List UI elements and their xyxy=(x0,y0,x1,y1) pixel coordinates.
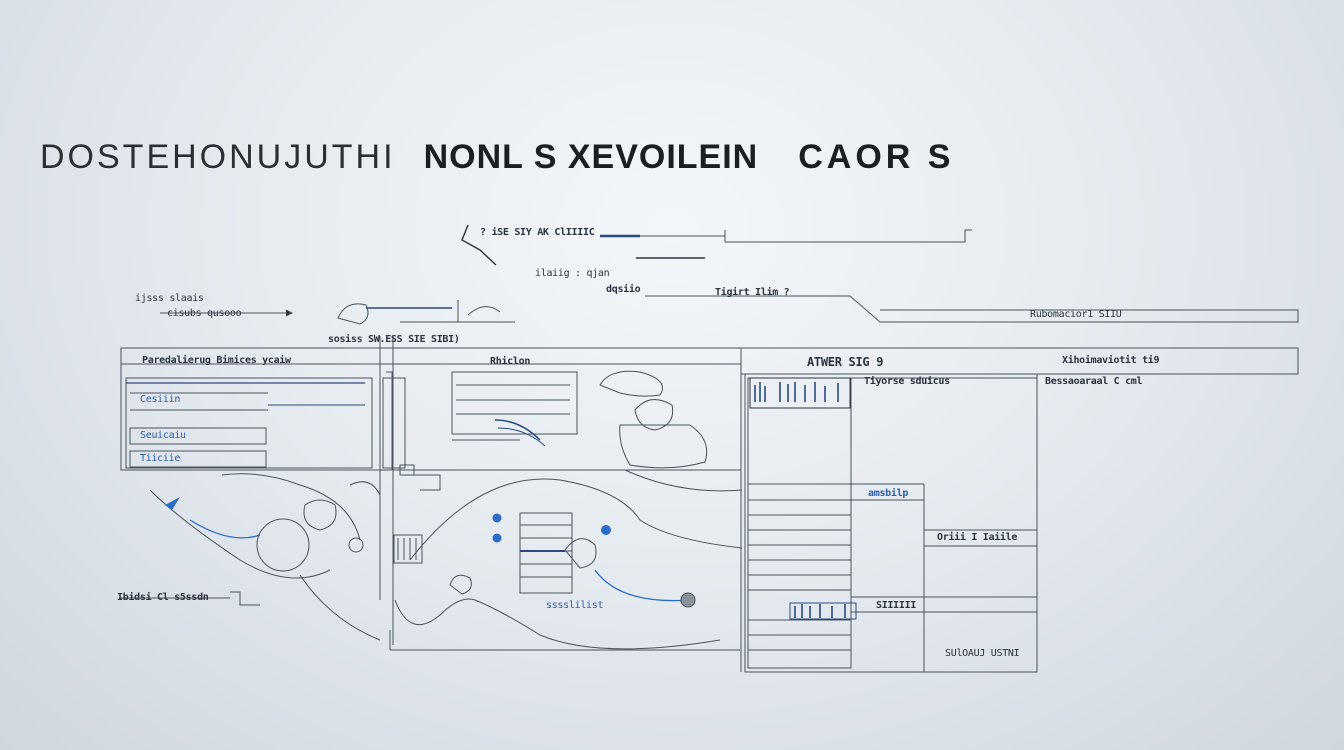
right-mid-label: Oriii I Iaiile xyxy=(937,532,1018,543)
mid-box-title: Rhiclon xyxy=(490,356,531,367)
right-bottom-label: SIIIIII xyxy=(876,600,917,611)
top-sub3-label: Tigirt Ilim ? xyxy=(715,287,790,298)
title-part-3: CAOR S xyxy=(798,138,955,176)
right-col-b: Bessaoaraal C cml xyxy=(1045,376,1143,387)
mid-label: sosiss SW.ESS SIE SIBI) xyxy=(328,334,460,345)
right-foot-label: SUlOAUJ USTNI xyxy=(945,648,1020,659)
title-part-2: NONL S XEVOILEIN xyxy=(423,138,759,176)
right-box-header-a: ATWER SIG 9 xyxy=(807,355,884,369)
diagram-title: DOSTEHONUJUTHI NONL S XEVOILEIN CAOR S xyxy=(40,138,1304,177)
left-note-1: ijsss slaais xyxy=(135,293,204,304)
right-box-header-b: Xihoimaviotit ti9 xyxy=(1062,355,1160,366)
right-header-label: Rubomacior1 SIIU xyxy=(1030,309,1122,320)
left-row-2: Seuicaiu xyxy=(140,430,186,441)
top-sub-label: ilaiig : qjan xyxy=(535,268,610,279)
top-header-label: ? iSE SIY AK ClIIIIC xyxy=(480,227,595,238)
top-sub2-label: dqsiio xyxy=(606,284,641,295)
title-part-1: DOSTEHONUJUTHI xyxy=(40,138,396,176)
bottom-left-label: Ibidsi Cl s5ssdn xyxy=(117,592,209,603)
left-row-1: Cesiiin xyxy=(140,394,181,405)
left-box-title: Paredalierug Bimices ycaiw xyxy=(142,355,291,366)
left-row-3: Tiiciie xyxy=(140,453,181,464)
left-note-2: cisubs qusooo xyxy=(167,308,242,319)
mid-small-blue-label: sssslilist xyxy=(546,600,604,611)
right-mid-small: amsbilp xyxy=(868,488,909,499)
right-col-a: Tiyorse sduicus xyxy=(864,376,950,387)
